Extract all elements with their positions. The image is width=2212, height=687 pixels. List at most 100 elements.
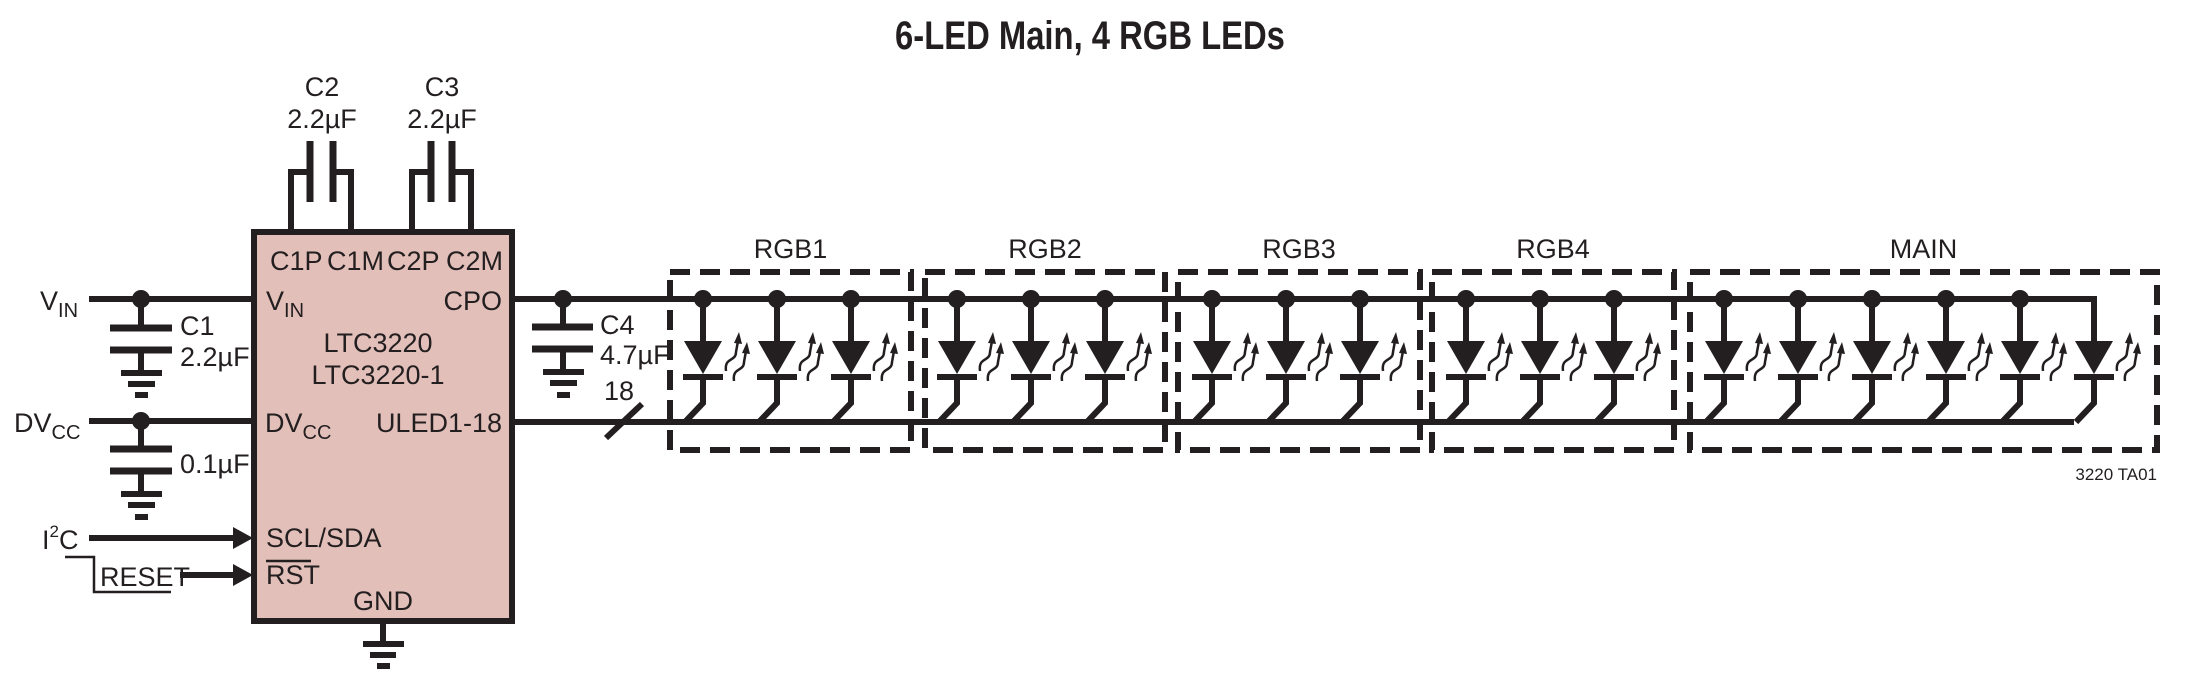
uled-bus: 18 <box>512 376 670 441</box>
i2c-input: I2C <box>42 522 253 555</box>
led <box>1999 290 2067 425</box>
light-emission-icon <box>1307 332 1333 382</box>
group-label: MAIN <box>1890 234 1958 264</box>
cdvcc-value: 0.1µF <box>180 449 250 479</box>
led <box>1593 290 1661 425</box>
light-emission-icon <box>2041 332 2067 382</box>
led-group-rgb4: RGB4 <box>1429 234 1677 453</box>
light-emission-icon <box>1967 332 1993 382</box>
pin-cpo: CPO <box>443 286 502 316</box>
light-emission-icon <box>1233 332 1259 382</box>
led-group-rgb3: RGB3 <box>1175 234 1423 453</box>
vin-label: VIN <box>40 286 78 322</box>
led-anode-triangle <box>1086 341 1124 374</box>
led-anode-triangle <box>1267 341 1305 374</box>
led-anode-triangle <box>1521 341 1559 374</box>
led-group-main: MAIN <box>1687 234 2160 453</box>
pin-c2m: C2M <box>446 246 503 276</box>
light-emission-icon <box>1819 332 1845 382</box>
led-anode-triangle <box>1193 341 1231 374</box>
led-anode-triangle <box>1705 341 1743 374</box>
light-emission-icon <box>1381 332 1407 382</box>
dvcc-label: DVCC <box>14 408 80 444</box>
c1-value: 2.2µF <box>180 342 250 372</box>
c4-value: 4.7µF <box>600 340 670 370</box>
led <box>830 290 898 425</box>
group-label: RGB2 <box>1008 234 1082 264</box>
led-group-rgb1: RGB1 <box>667 234 914 453</box>
ic-body <box>251 229 515 624</box>
ic-ltc3220: C1P C1M C2P C2M VIN CPO LTC3220 LTC3220-… <box>251 229 515 624</box>
pin-vin: VIN <box>266 286 304 322</box>
led-anode-triangle <box>2075 341 2113 374</box>
cpo-net: C4 4.7µF <box>512 290 670 398</box>
light-emission-icon <box>1487 332 1513 382</box>
led <box>936 290 1004 425</box>
pin-scl-sda: SCL/SDA <box>266 523 382 553</box>
reset-label: RESET <box>100 562 190 592</box>
c4-name: C4 <box>600 310 635 340</box>
pin-c1m: C1M <box>327 246 384 276</box>
light-emission-icon <box>1635 332 1661 382</box>
capacitor-c2: C2 2.2µF <box>287 72 357 230</box>
pin-c2p: C2P <box>387 246 440 276</box>
led-anode-triangle <box>684 341 722 374</box>
led-anode-triangle <box>938 341 976 374</box>
led-anode-triangle <box>1853 341 1891 374</box>
led <box>1010 290 1078 425</box>
light-emission-icon <box>724 332 750 382</box>
i2c-label: I2C <box>42 522 78 555</box>
light-emission-icon <box>1052 332 1078 382</box>
led <box>1777 290 1845 425</box>
c3-value: 2.2µF <box>407 104 477 134</box>
figure-id: 3220 TA01 <box>2075 465 2157 484</box>
led <box>1851 290 1919 425</box>
led <box>1703 290 1771 425</box>
led-anode-triangle <box>832 341 870 374</box>
part-number-2: LTC3220-1 <box>311 360 444 390</box>
led-group-rgb2: RGB2 <box>922 234 1168 453</box>
led-groups: RGB1 RGB2 RGB3 RGB4 MAIN <box>667 234 2160 453</box>
light-emission-icon <box>2115 332 2141 382</box>
part-number-1: LTC3220 <box>323 328 432 358</box>
light-emission-icon <box>1893 332 1919 382</box>
light-emission-icon <box>1126 332 1152 382</box>
led-anode-triangle <box>758 341 796 374</box>
led <box>1925 290 1993 425</box>
figure-title: 6-LED Main, 4 RGB LEDs <box>895 13 1285 58</box>
light-emission-icon <box>1745 332 1771 382</box>
capacitor-c3: C3 2.2µF <box>407 72 477 230</box>
c2-name: C2 <box>305 72 340 102</box>
led-anode-triangle <box>1779 341 1817 374</box>
group-boundary <box>1175 269 1423 453</box>
reset-input: RESET <box>65 555 253 594</box>
led-anode-triangle <box>1012 341 1050 374</box>
led-anode-triangle <box>1447 341 1485 374</box>
led <box>682 290 750 425</box>
led-anode-triangle <box>1341 341 1379 374</box>
ground-ic <box>363 621 404 669</box>
pin-gnd: GND <box>353 586 413 616</box>
group-boundary <box>1429 269 1677 453</box>
light-emission-icon <box>1561 332 1587 382</box>
group-label: RGB1 <box>754 234 828 264</box>
led-anode-triangle <box>2001 341 2039 374</box>
led <box>1084 290 1152 425</box>
pin-c1p: C1P <box>270 246 323 276</box>
led <box>1191 290 1259 425</box>
pin-uled: ULED1-18 <box>376 408 502 438</box>
dvcc-net: DVCC 0.1µF <box>14 408 254 520</box>
led <box>1339 290 1407 425</box>
led <box>1445 290 1513 425</box>
led <box>1519 290 1587 425</box>
c3-name: C3 <box>425 72 460 102</box>
led-anode-triangle <box>1595 341 1633 374</box>
group-label: RGB3 <box>1262 234 1336 264</box>
bus-slash <box>603 401 645 441</box>
group-boundary <box>1687 269 2160 453</box>
c2-value: 2.2µF <box>287 104 357 134</box>
light-emission-icon <box>978 332 1004 382</box>
group-boundary <box>922 269 1168 453</box>
group-label: RGB4 <box>1516 234 1590 264</box>
